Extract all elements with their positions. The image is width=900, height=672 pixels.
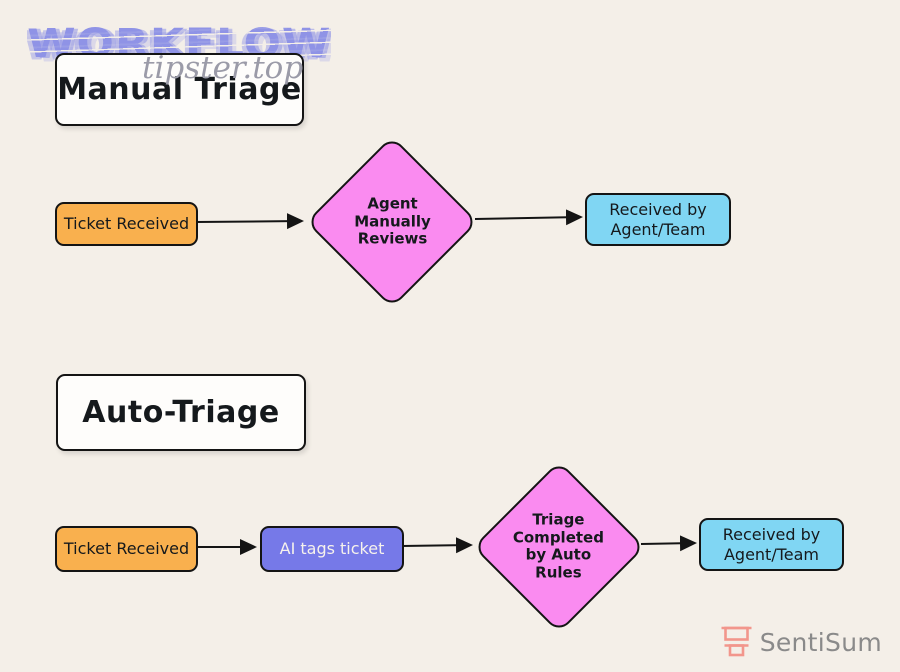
manual-decision-label: Agent Manually Reviews bbox=[353, 194, 431, 248]
manual-triage-title-label: Manual Triage bbox=[57, 72, 302, 107]
auto-end-node: Received by Agent/Team bbox=[699, 518, 844, 571]
arrow-auto-decision-to-end bbox=[640, 535, 697, 552]
auto-decision-label: Triage Completed by Auto Rules bbox=[513, 510, 605, 582]
auto-tag-node: AI tags ticket bbox=[260, 526, 404, 572]
manual-end-node: Received by Agent/Team bbox=[585, 193, 731, 246]
sentisum-brand-name: SentiSum bbox=[759, 627, 882, 657]
sentisum-logo: SentiSum bbox=[721, 624, 882, 660]
manual-start-node: Ticket Received bbox=[55, 202, 198, 246]
arrow-manual-start-to-decision bbox=[195, 213, 304, 230]
arrow-auto-tag-to-decision bbox=[401, 537, 473, 554]
auto-start-node: Ticket Received bbox=[55, 526, 198, 572]
auto-triage-title-label: Auto-Triage bbox=[82, 395, 280, 430]
arrow-manual-decision-to-end bbox=[474, 209, 583, 226]
auto-triage-title: Auto-Triage bbox=[56, 374, 306, 451]
watermark-subtitle: tipster.top bbox=[142, 50, 304, 86]
sentisum-logo-icon bbox=[721, 626, 752, 657]
manual-triage-title: Manual Triage bbox=[55, 53, 304, 126]
